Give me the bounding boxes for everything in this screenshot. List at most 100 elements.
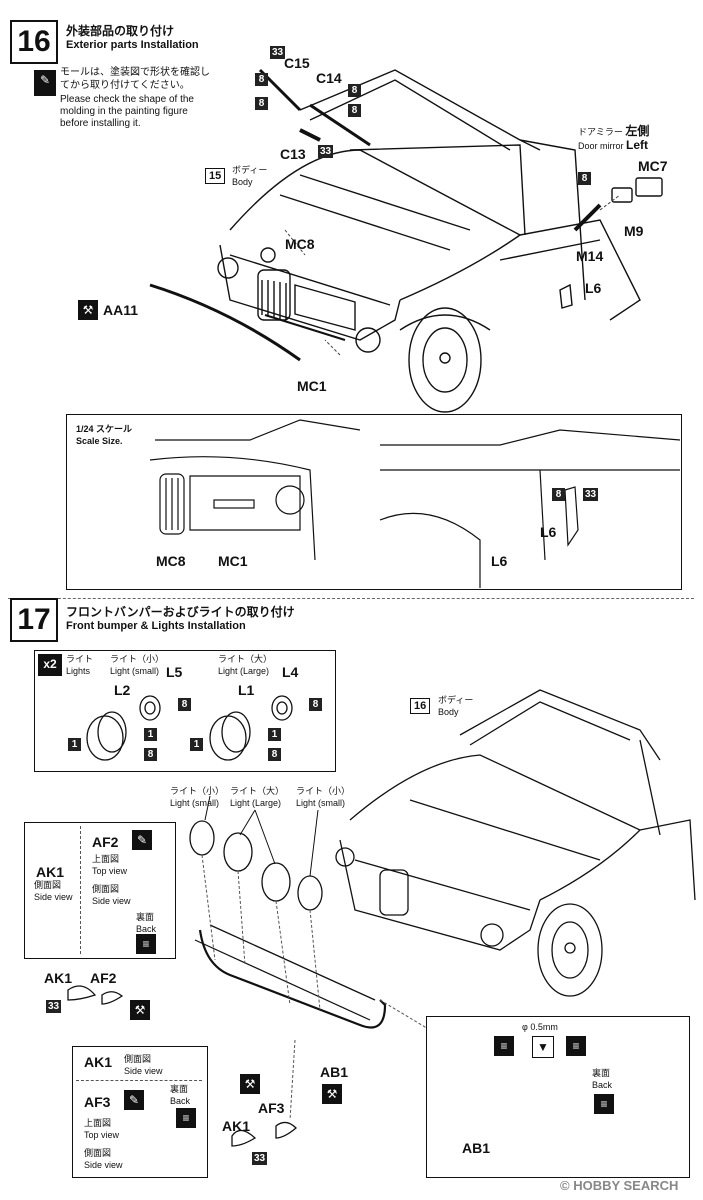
- mirror-side-en: Left: [626, 138, 649, 152]
- badge-8-mirror: 8: [578, 172, 591, 185]
- paint-icon-af3: ✎: [124, 1090, 144, 1110]
- info2-af3-label: AF3: [84, 1094, 111, 1110]
- light-large-en-b: Light (Large): [230, 798, 282, 808]
- info2-ak1-side-en: Side view: [124, 1066, 163, 1076]
- mirror-side-jp: 左側: [625, 124, 650, 138]
- paint-icon-af2: ✎: [132, 830, 152, 850]
- note-jp-2: てから取り付けてください。: [60, 80, 190, 91]
- info-panel-divider: [80, 826, 81, 954]
- part-mc8-label: MC8: [285, 236, 315, 252]
- lights-badge-8d: 8: [268, 748, 281, 761]
- glue-icon-af2: ⚒: [130, 1000, 150, 1020]
- body-ref-15: 15: [205, 168, 226, 184]
- body-en-16: Body: [232, 177, 253, 187]
- scale-en: Scale Size.: [76, 436, 123, 446]
- paint-brush-icon: ✎: [34, 70, 56, 96]
- ak1-badge-33: 33: [46, 1000, 61, 1013]
- light-large-jp-a: ライト（大）: [218, 654, 273, 664]
- mirror-jp: ドアミラー 左側: [578, 124, 650, 138]
- part-aa11-label: AA11: [103, 302, 139, 318]
- lights-badge-8b: 8: [144, 748, 157, 761]
- info-ak1-side-en: Side view: [34, 892, 73, 902]
- info-af2-label: AF2: [92, 834, 119, 850]
- light-small-en-a: Light (small): [110, 666, 160, 676]
- step-16-number: 16: [10, 20, 58, 64]
- lights-badge-1b: 1: [144, 728, 157, 741]
- light-small-jp-a: ライト（小）: [110, 654, 165, 664]
- drill-icon: ▼: [532, 1036, 554, 1058]
- detail-back-jp: 裏面: [592, 1068, 611, 1078]
- detail-back-en: Back: [592, 1080, 613, 1090]
- watermark: © HOBBY SEARCH: [560, 1178, 679, 1193]
- step-divider: [8, 598, 694, 599]
- diameter-note: φ 0.5mm: [522, 1022, 558, 1032]
- light-large-jp-b: ライト（大）: [230, 786, 285, 796]
- step-17-title-en: Front bumper & Lights Installation: [66, 620, 246, 632]
- scale-mc8-label: MC8: [156, 553, 186, 569]
- body-en-17: Body: [438, 707, 459, 717]
- scale-l6b-label: L6: [540, 524, 557, 540]
- part-m14-label: M14: [576, 248, 604, 264]
- scale-l6a-label: L6: [491, 553, 508, 569]
- part-c14-label: C14: [316, 70, 342, 86]
- info2-top-jp: 上面図: [84, 1118, 112, 1128]
- note-en-1: Please check the shape of the: [60, 94, 194, 105]
- body-jp-16: ボディー: [232, 165, 268, 175]
- light-small-en-c: Light (small): [296, 798, 346, 808]
- x2-quantity-badge: x2: [38, 654, 62, 676]
- part-ak1-label-b: AK1: [222, 1118, 251, 1134]
- badge-8-c14: 8: [348, 84, 361, 97]
- part-ab1-label-b: AB1: [462, 1140, 491, 1156]
- note-jp-1: モールは、塗装図で形状を確認し: [60, 67, 210, 78]
- info-af2-top-en: Top view: [92, 866, 128, 876]
- part-m9-label: M9: [624, 223, 644, 239]
- glue-icon-af3: ⚒: [240, 1074, 260, 1094]
- part-ab1-label-a: AB1: [320, 1064, 349, 1080]
- info2-back-jp: 裏面: [170, 1084, 189, 1094]
- badge-8-c15b: 8: [255, 97, 268, 110]
- lights-en: Lights: [66, 666, 91, 676]
- lights-badge-1c: 1: [190, 738, 203, 751]
- info2-top-en: Top view: [84, 1130, 120, 1140]
- texture-icon-af3: ≡: [176, 1108, 196, 1128]
- mirror-en-text: Door mirror: [578, 141, 624, 151]
- body-jp-17: ボディー: [438, 695, 474, 705]
- part-l2-label: L2: [114, 682, 131, 698]
- scale-badge-33: 33: [583, 488, 598, 501]
- step-16-title-en: Exterior parts Installation: [66, 39, 199, 51]
- texture-icon-af2: ≡: [136, 934, 156, 954]
- glue-icon-aa11: ⚒: [78, 300, 98, 320]
- info-ak1-side-jp: 側面図: [34, 880, 62, 890]
- mirror-en: Door mirror Left: [578, 138, 649, 152]
- step-16-title-jp: 外装部品の取り付け: [66, 24, 175, 38]
- scale-size-panel: [66, 414, 682, 590]
- info-af2-back-en: Back: [136, 924, 157, 934]
- part-ak1-label-a: AK1: [44, 970, 73, 986]
- part-l6-label: L6: [585, 280, 602, 296]
- lights-badge-1a: 1: [68, 738, 81, 751]
- glue-icon-ab1: ⚒: [322, 1084, 342, 1104]
- badge-33-c13: 33: [318, 145, 333, 158]
- part-mc1-label: MC1: [297, 378, 327, 394]
- body-ref-16: 16: [410, 698, 431, 714]
- info-af2-side-en: Side view: [92, 896, 131, 906]
- mirror-jp-text: ドアミラー: [578, 127, 623, 137]
- badge-8-c15: 8: [255, 73, 268, 86]
- texture-icon-d3: ≡: [594, 1094, 614, 1114]
- part-l5-label: L5: [166, 664, 183, 680]
- note-en-2: molding in the painting figure: [60, 106, 188, 117]
- lights-jp: ライト: [66, 654, 94, 664]
- info2-divider: [76, 1080, 202, 1081]
- lights-badge-8a: 8: [178, 698, 191, 711]
- bumper-detail-panel: [426, 1016, 690, 1178]
- ak1-badge-33-b: 33: [252, 1152, 267, 1165]
- light-small-jp-b: ライト（小）: [170, 786, 225, 796]
- part-af3-label-b: AF3: [258, 1100, 285, 1116]
- texture-icon-d2: ≡: [566, 1036, 586, 1056]
- part-af2-label-a: AF2: [90, 970, 117, 986]
- car-front-illustration: [149, 68, 663, 413]
- part-mc7-label: MC7: [638, 158, 668, 174]
- badge-33-c15: 33: [270, 46, 285, 59]
